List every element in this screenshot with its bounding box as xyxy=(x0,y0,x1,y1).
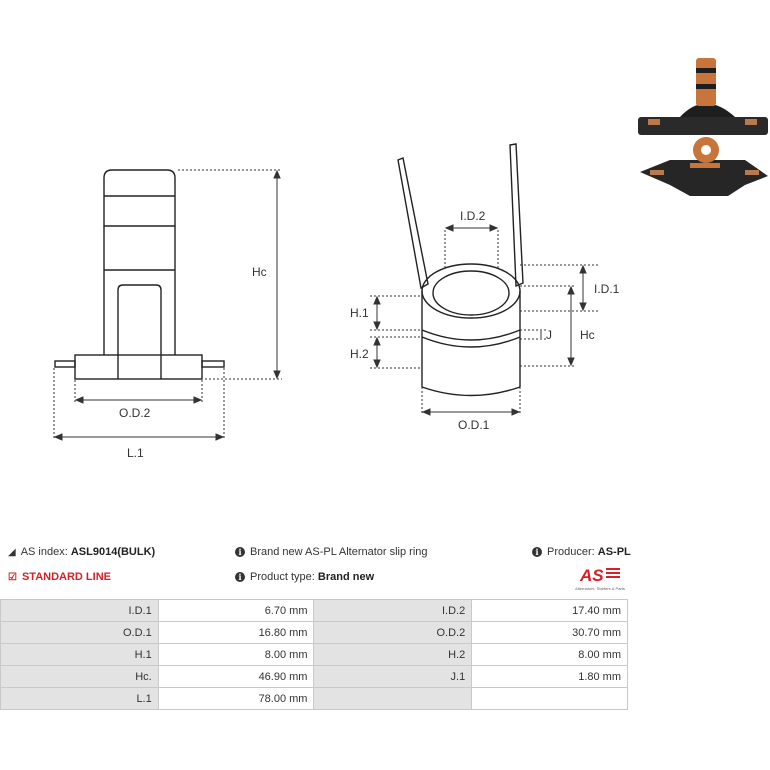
info-icon: i xyxy=(235,547,245,557)
spec-label: J.1 xyxy=(313,665,473,688)
spec-value xyxy=(471,687,628,710)
spec-label: Hc. xyxy=(0,665,159,688)
spec-value: 8.00 mm xyxy=(471,643,628,666)
svg-text:Alternators, Starters & Parts: Alternators, Starters & Parts xyxy=(575,586,625,591)
tag-icon: ◢ xyxy=(8,546,16,558)
spec-label: O.D.2 xyxy=(313,621,473,644)
spec-value: 8.00 mm xyxy=(157,643,315,666)
spec-value: 6.70 mm xyxy=(157,599,315,622)
svg-text:AS: AS xyxy=(579,566,604,585)
spec-label: H.2 xyxy=(313,643,473,666)
spec-value: 78.00 mm xyxy=(157,687,315,710)
spec-value: 17.40 mm xyxy=(471,599,628,622)
standard-line: ☑ STANDARD LINE xyxy=(8,571,111,583)
product-type-value: Brand new xyxy=(317,571,375,583)
dim-od1: O.D.1 xyxy=(458,418,490,432)
dim-hc-left: Hc xyxy=(252,265,267,279)
spec-label: L.1 xyxy=(0,687,159,710)
producer: i Producer: AS-PL xyxy=(532,546,631,558)
dim-h2: H.2 xyxy=(350,347,369,361)
dim-l1: L.1 xyxy=(127,446,144,460)
as-index-value: ASL9014(BULK) xyxy=(70,546,156,558)
spec-label: I.D.1 xyxy=(0,599,159,622)
spec-label: I.D.2 xyxy=(313,599,473,622)
technical-drawing: Hc O.D.2 L.1 I.D.2 I.D.1 H.1 H.2 J Hc O.… xyxy=(53,58,768,460)
as-index: ◢ AS index: ASL9014(BULK) xyxy=(8,546,156,558)
dim-h1: H.1 xyxy=(350,306,369,320)
info-icon: i xyxy=(532,547,542,557)
dim-id1: I.D.1 xyxy=(594,282,620,296)
spec-value: 30.70 mm xyxy=(471,621,628,644)
checkbox-icon: ☑ xyxy=(8,571,17,583)
product-photo-top xyxy=(640,137,768,196)
dim-hc-right: Hc xyxy=(580,328,595,342)
spec-label xyxy=(313,687,473,710)
spec-label: O.D.1 xyxy=(0,621,159,644)
spec-value: 1.80 mm xyxy=(471,665,628,688)
info-icon: i xyxy=(235,572,245,582)
spec-value: 16.80 mm xyxy=(157,621,315,644)
product-photo-side xyxy=(638,58,768,135)
as-pl-logo: AS Alternators, Starters & Parts xyxy=(575,566,625,591)
spec-label: H.1 xyxy=(0,643,159,666)
spec-value: 46.90 mm xyxy=(157,665,315,688)
producer-value: AS-PL xyxy=(597,546,631,558)
dim-id2: I.D.2 xyxy=(460,209,486,223)
product-type: i Product type: Brand new xyxy=(235,571,374,583)
dim-j: J xyxy=(546,328,552,342)
description: i Brand new AS-PL Alternator slip ring xyxy=(235,546,428,558)
dim-od2: O.D.2 xyxy=(119,406,151,420)
